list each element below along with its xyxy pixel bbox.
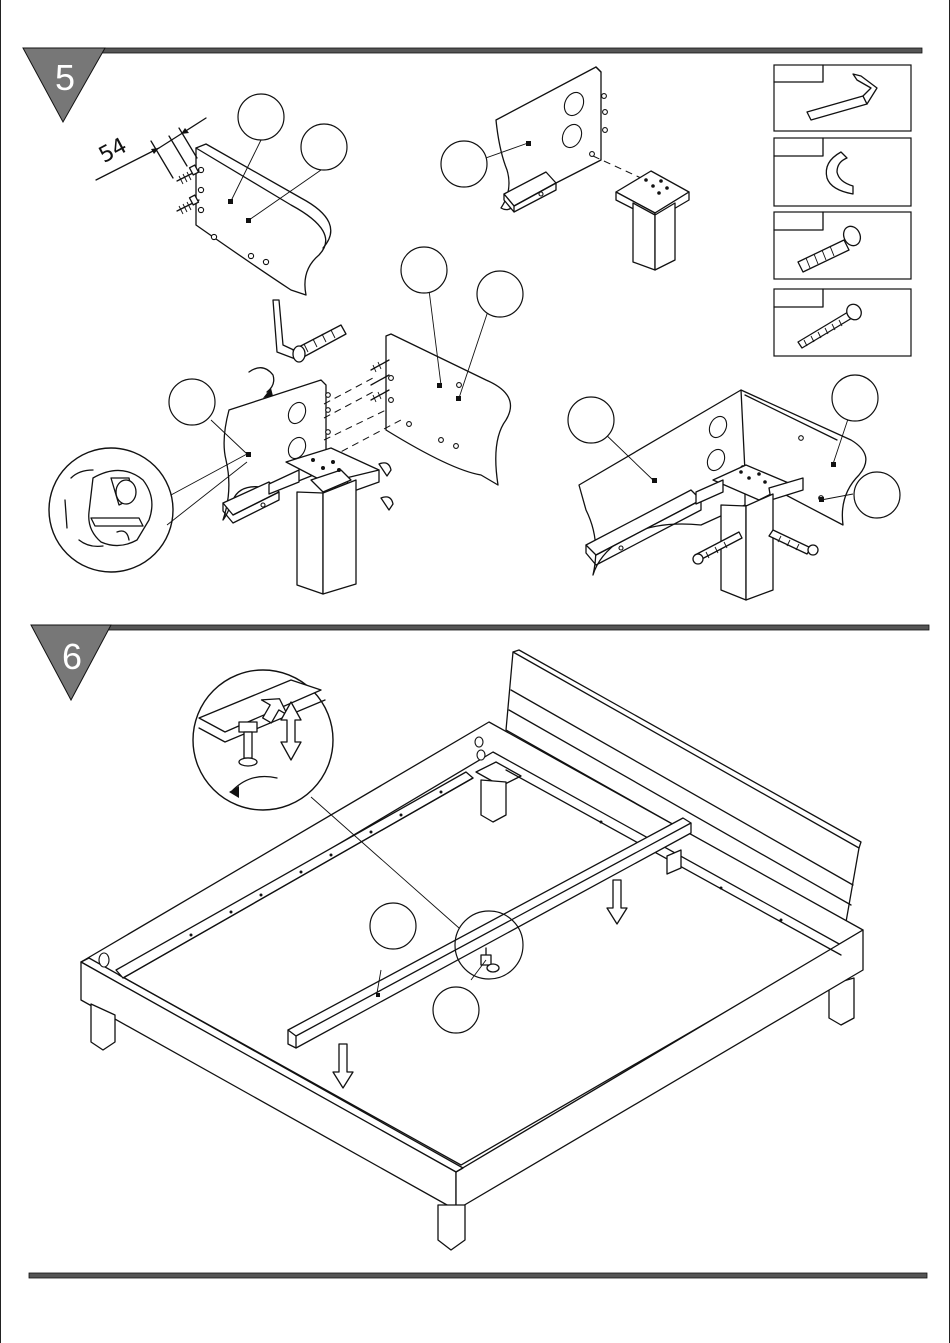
hardware-part-allen-key	[774, 65, 911, 131]
step-number-6: 6	[62, 636, 82, 677]
callout-circle-3	[441, 141, 487, 187]
panel-with-screws-drawing: 54	[95, 118, 331, 295]
corner-assembled-drawing	[579, 390, 866, 600]
callout-circle-2	[301, 124, 347, 170]
callout-circle-5	[477, 271, 523, 317]
panel-above-leg-drawing	[466, 67, 689, 270]
adjustable-foot-detail	[193, 670, 333, 810]
callout-circle-9	[854, 472, 900, 518]
callout-circle-4	[401, 247, 447, 293]
footer-rule	[29, 1273, 927, 1278]
callout-circle-10	[370, 903, 416, 949]
callout-circle-1	[238, 94, 284, 140]
callout-circle-11	[433, 987, 479, 1033]
step-number-5: 5	[55, 57, 75, 98]
step-6-header: 6	[31, 625, 929, 700]
hardware-part-long-bolt	[774, 289, 911, 356]
callout-circle-6	[169, 379, 215, 425]
hardware-part-cam-bolt	[774, 212, 911, 279]
dimension-54: 54	[95, 133, 131, 168]
corner-assembly-exploded-drawing	[49, 290, 511, 594]
hardware-legend	[774, 65, 911, 356]
callout-circle-8	[832, 375, 878, 421]
callout-circle-7	[568, 397, 614, 443]
hardware-part-clip	[774, 138, 911, 206]
